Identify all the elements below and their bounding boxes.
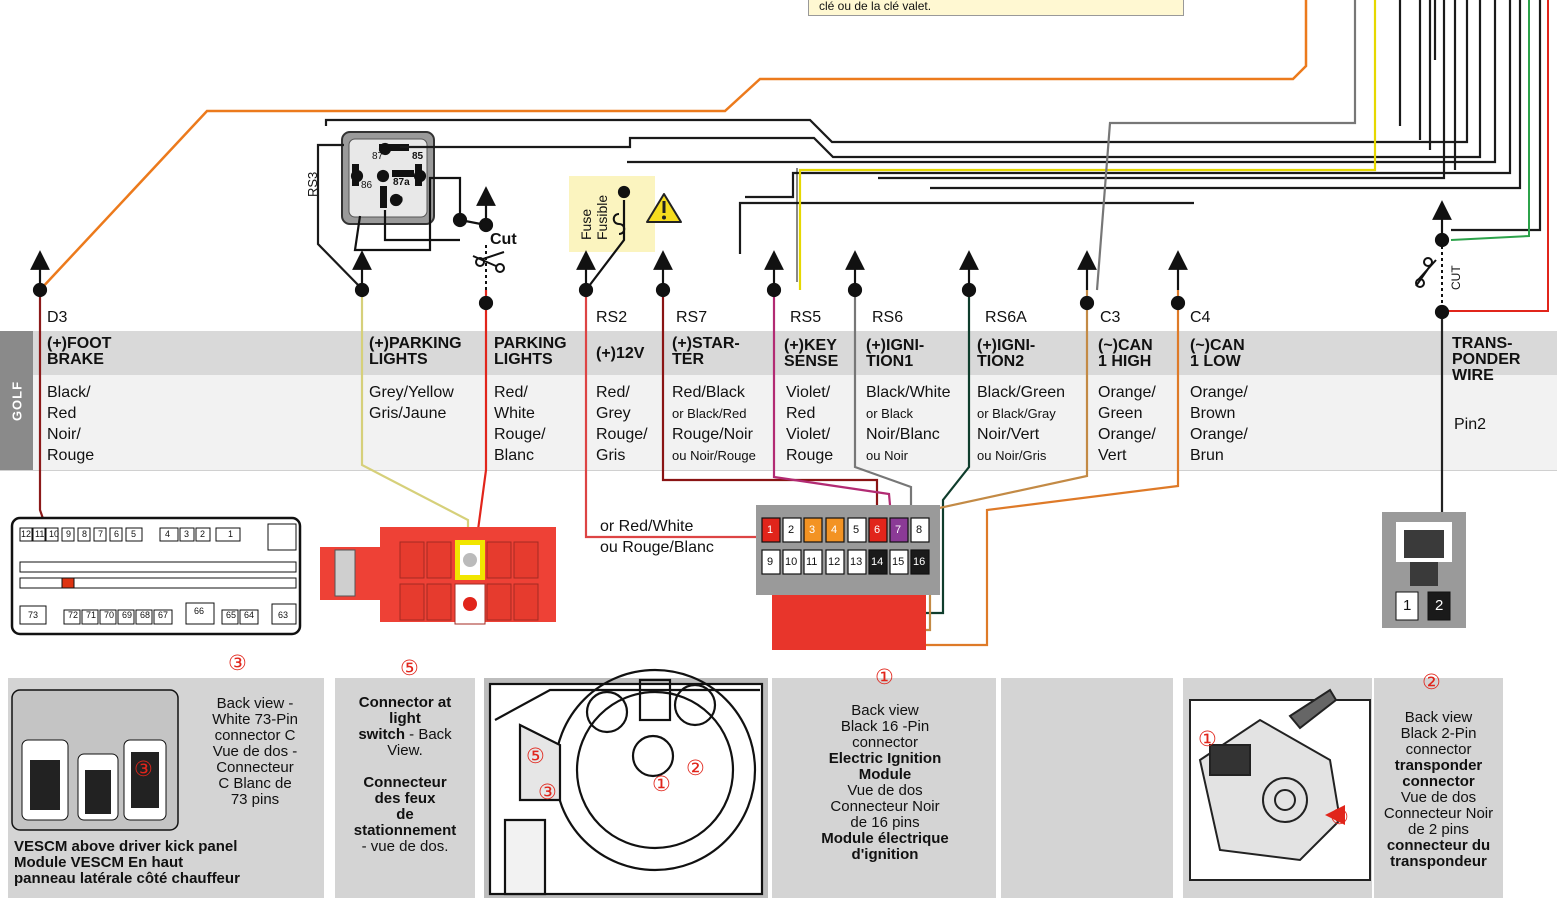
- header-band: [0, 331, 1557, 375]
- marker-3-photo: ③: [134, 758, 153, 781]
- pin2-2: 2: [1435, 597, 1444, 614]
- code-c3: C3: [1100, 309, 1121, 326]
- fuse-box: [569, 176, 655, 252]
- code-rs2: RS2: [596, 309, 628, 326]
- ignition-marker-1: ①: [1198, 728, 1217, 751]
- panel-2pin-text: [1374, 678, 1503, 898]
- code-rs7: RS7: [676, 309, 708, 326]
- colors-transponder: Pin2: [1454, 416, 1487, 433]
- pin2-1: 1: [1403, 597, 1412, 614]
- ignition-photo: [1189, 688, 1371, 881]
- connector-73pin: [10, 516, 302, 636]
- connector-2pin: [1382, 512, 1466, 628]
- dash-marker-5: ⑤: [526, 745, 545, 768]
- panel-empty: [1001, 678, 1173, 898]
- dash-marker-2: ②: [686, 757, 705, 780]
- cut-label-transponder: CUT: [1449, 265, 1463, 290]
- scissors-icon: [1415, 257, 1437, 288]
- header-starter: (+)STAR-TER: [672, 335, 740, 368]
- top-note: clé ou de la clé valet.: [808, 0, 1184, 16]
- code-rs5: RS5: [790, 309, 822, 326]
- fuse-label-fr: Fusible: [594, 194, 610, 240]
- header-ignition2: (+)IGNI-TION2: [977, 337, 1036, 370]
- header-12v: (+)12V: [596, 345, 645, 362]
- warning-icon: [646, 193, 682, 223]
- color-band: [0, 375, 1557, 471]
- fuse-label: Fuse: [578, 208, 594, 240]
- code-d3: D3: [47, 309, 68, 326]
- dashboard-photo: [488, 668, 764, 896]
- ignition-marker-2: ②: [1330, 806, 1349, 829]
- relay-pin-85: 85: [412, 151, 424, 162]
- marker-2: ②: [1422, 671, 1441, 694]
- marker-3: ③: [228, 652, 247, 675]
- relay-pin-87: 87: [372, 151, 384, 162]
- relay-pin-30: 30: [392, 195, 404, 206]
- vehicle-tab: GOLF: [0, 331, 33, 470]
- wire-foot-brake-route: [39, 0, 1308, 291]
- code-rs6: RS6: [872, 309, 904, 326]
- connector-light-switch: [320, 527, 556, 625]
- cut-label: Cut: [490, 231, 517, 248]
- marker-5: ⑤: [400, 657, 419, 680]
- header-ignition1: (+)IGNI-TION1: [866, 337, 925, 370]
- panel-light-switch: [335, 678, 475, 898]
- connector-16pin: [756, 505, 940, 650]
- connection-arrows: [30, 142, 1452, 320]
- dash-marker-3: ③: [538, 781, 557, 804]
- vescm-photo: [11, 689, 179, 831]
- marker-1: ①: [875, 666, 894, 689]
- code-rs6a: RS6A: [985, 309, 1027, 326]
- relay-pin-86: 86: [361, 180, 373, 191]
- harness-wires: [316, 0, 1542, 291]
- relay-pin-87a: 87a: [393, 177, 410, 188]
- relay-label: RS3: [305, 171, 320, 197]
- dash-marker-1: ①: [652, 773, 671, 796]
- panel-16pin: [772, 678, 996, 898]
- panel5-text: Connector at light switch - Back View. C…: [353, 694, 457, 855]
- scissors-icon: [472, 251, 505, 273]
- code-c4: C4: [1190, 309, 1211, 326]
